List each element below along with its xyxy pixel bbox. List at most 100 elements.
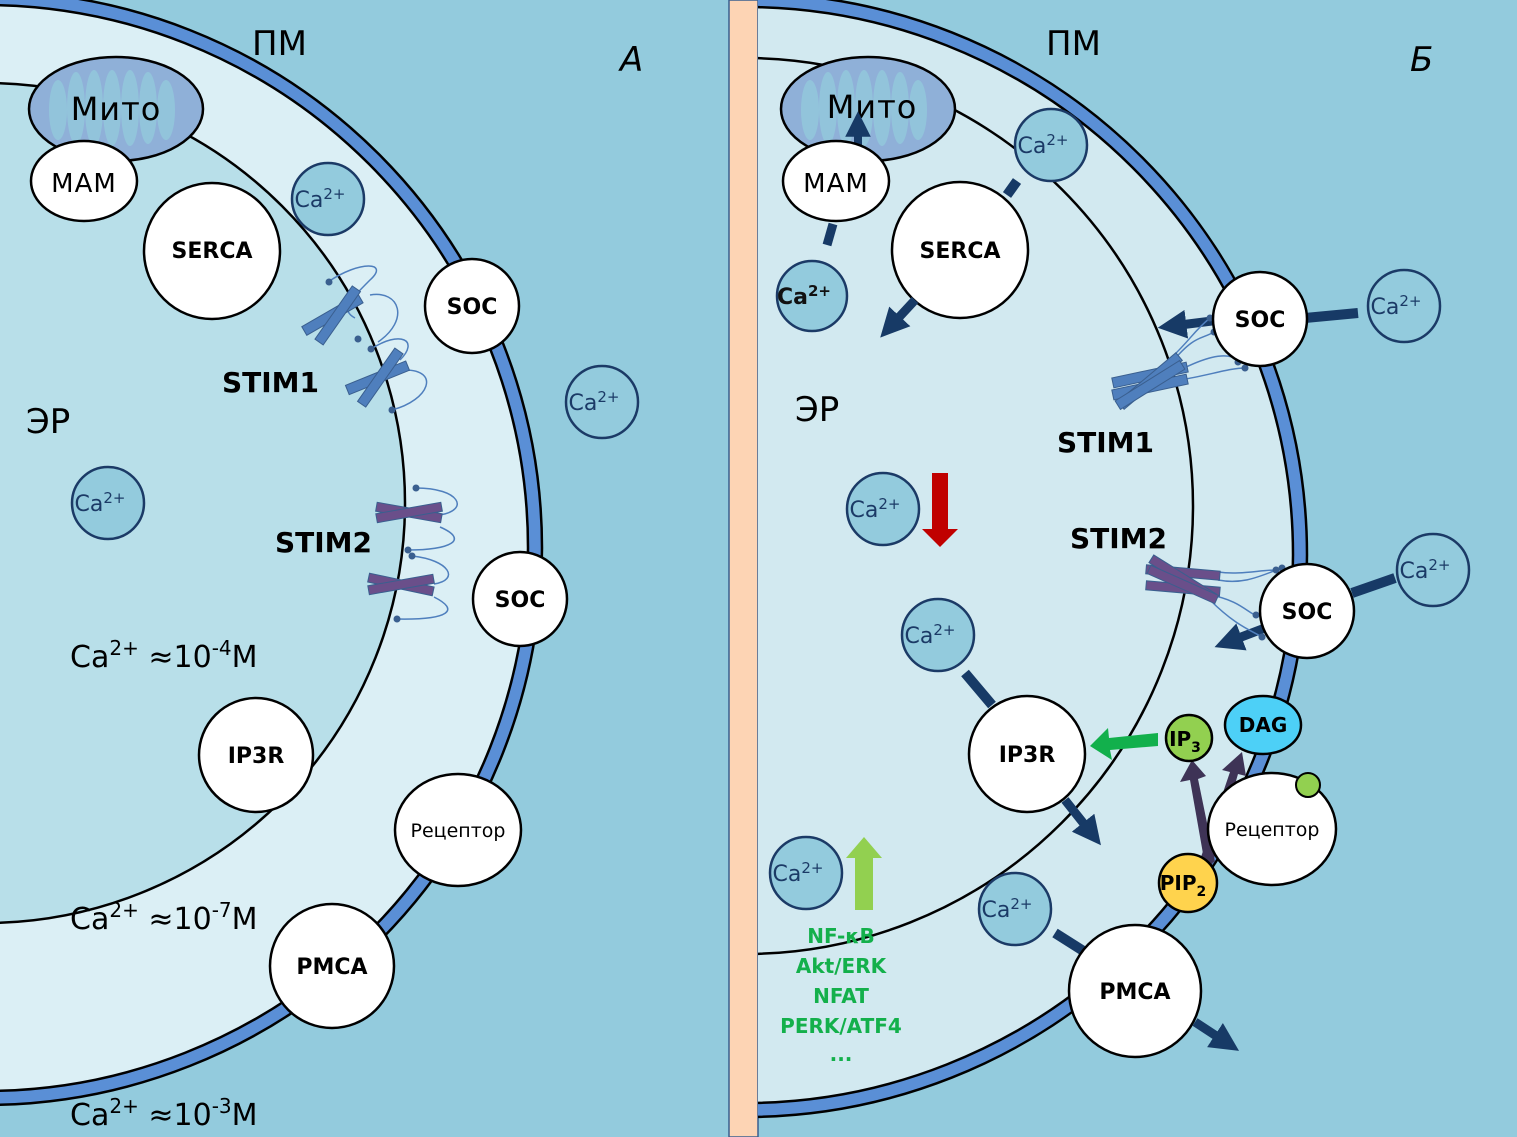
flux-bar [1052,928,1088,957]
mam-b: МАМ [781,139,891,223]
svg-text:IP3: IP3 [1169,727,1201,756]
calcium-ion: Ca2+ [1395,532,1471,608]
stim1-dimer-a [301,265,399,346]
flux-bar [822,222,838,247]
er-label-b: ЭР [795,390,839,430]
stim1-label-b: STIM1 [1057,426,1154,459]
flux-arrow-soc2-in [1214,623,1267,651]
receptor-b: Рецептор [1206,771,1338,887]
decrease-arrow-icon [922,473,958,547]
panel-b: Мито МАМ Ca2+ SERCA Ca2+ Ca2+ [758,0,1471,1119]
svg-text:Ca2+: Ca2+ [295,185,346,213]
calcium-ion: Ca2+ [845,471,921,547]
flux-arrow-pmca-out [1192,1018,1240,1051]
svg-text:PMCA: PMCA [1099,980,1170,1005]
calcium-ion: Ca2+ [1366,268,1442,344]
svg-text:PMCA: PMCA [296,955,367,980]
svg-text:Рецептор: Рецептор [1225,819,1320,841]
pip2-molecule: PIP2 [1157,852,1219,914]
mitochondrion-b: Мито [779,55,957,163]
svg-text:Ca2+: Ca2+ [773,859,824,887]
svg-text:Ca2+ ≈10-4M: Ca2+ ≈10-4M [70,636,258,675]
stim1-cluster-b [1111,314,1249,411]
ip3-molecule: IP3 [1164,713,1214,763]
ligand-icon [1295,772,1321,798]
svg-text:SOC: SOC [1282,600,1333,625]
panel-a: Мито МАМ SERCA Ca2+ Ca2+ Ca2+ [0,0,643,1133]
flux-bar [1350,573,1397,598]
serca-label-a: SERCA [172,239,253,264]
pm-label-b: ПМ [1046,24,1101,64]
flux-arrow-serca-out [880,296,919,338]
calcium-ion: Ca2+ [900,597,976,673]
ip3r-channel-a: IP3R [197,696,315,814]
stim2-dimer-a [367,552,450,623]
increase-arrow-icon [846,837,882,910]
stim2-cluster-b [1145,554,1286,641]
dag-molecule: DAG [1223,694,1303,756]
mam-label-a: МАМ [51,169,117,199]
svg-text:МАМ: МАМ [803,169,869,199]
calcium-ion: Ca2+ [564,364,640,440]
svg-text:Ca2+: Ca2+ [1400,556,1451,584]
ip3r-channel-b: IP3R [967,694,1087,814]
panel-label-b: Б [1410,40,1433,80]
pm-label-a: ПМ [252,24,307,64]
stim1-label-a: STIM1 [222,366,319,399]
mam-a: МАМ [29,139,139,223]
stim2-label-b: STIM2 [1070,522,1167,555]
calcium-ion: Ca2+ [775,259,849,333]
calcium-ion: Ca2+ [70,465,146,541]
cytoplasm-ca-concentration: Ca2+ ≈10-7M [70,898,258,937]
svg-text:IP3R: IP3R [999,743,1056,768]
panel-divider [728,0,759,1137]
calcium-ion: Ca2+ [1013,107,1089,183]
flux-bar [1002,178,1022,198]
pathway-item: NF-κB [807,924,875,948]
soc-channel-a: SOC [423,257,521,355]
soc-channel-a: SOC [471,550,569,648]
calcium-ion: Ca2+ [977,871,1053,947]
serca-pump-b: SERCA [890,180,1030,320]
svg-text:Ca2+: Ca2+ [1018,131,1069,159]
downstream-pathways: NF-κB Akt/ERK NFAT PERK/ATF4 ... [780,924,902,1066]
pathway-item: NFAT [813,984,869,1008]
svg-text:SOC: SOC [495,588,546,613]
svg-text:Ca2+: Ca2+ [850,495,901,523]
calcium-ion: Ca2+ [290,161,366,237]
pip2-to-ip3-arrow [1180,760,1215,865]
flux-bar [1304,308,1359,323]
svg-text:Ca2+ ≈10-3M: Ca2+ ≈10-3M [70,1094,258,1133]
activation-arrow-icon [1090,728,1158,760]
svg-text:Рецептор: Рецептор [411,820,506,842]
calcium-ion: Ca2+ [768,835,844,911]
pmca-pump-a: PMCA [268,902,396,1030]
pathway-item: Akt/ERK [796,954,888,978]
stim2-dimer-a [375,484,458,554]
svg-text:SOC: SOC [1235,308,1286,333]
mitochondrion-a: Мито [27,55,205,163]
receptor-a: Рецептор [393,772,523,888]
extracellular-ca-concentration: Ca2+ ≈10-3M [70,1094,258,1133]
er-membrane-b [758,56,1195,956]
mito-label-a: Мито [71,90,162,128]
svg-text:Ca2+ ≈10-7M: Ca2+ ≈10-7M [70,898,258,937]
er-label-a: ЭР [26,402,70,442]
svg-text:SERCA: SERCA [920,239,1001,264]
er-membrane-a [0,82,407,924]
svg-text:Ca2+: Ca2+ [982,895,1033,923]
stim2-label-a: STIM2 [275,526,372,559]
svg-text:DAG: DAG [1239,713,1288,737]
soc-channel-b: SOC [1211,270,1309,368]
svg-text:PIP2: PIP2 [1160,871,1207,900]
svg-text:Ca2+: Ca2+ [569,388,620,416]
pathway-item: PERK/ATF4 [780,1014,902,1038]
pathway-item: ... [830,1042,853,1066]
svg-text:Ca2+: Ca2+ [777,282,831,310]
flux-bar [961,669,996,709]
panel-label-a: А [618,40,643,80]
soc-channel-b: SOC [1258,562,1356,660]
svg-text:Ca2+: Ca2+ [1371,292,1422,320]
svg-text:SOC: SOC [447,295,498,320]
